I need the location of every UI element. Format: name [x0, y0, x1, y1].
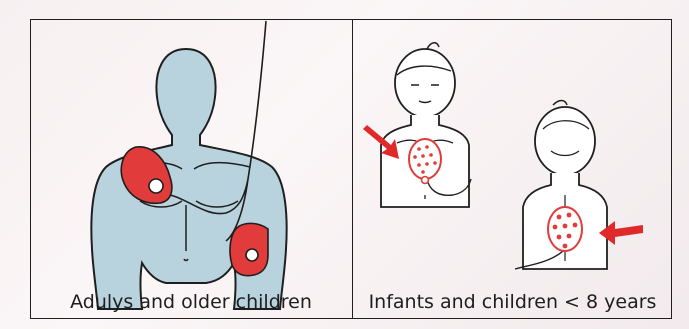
child-front-pad-connector — [422, 177, 429, 184]
child-front-hair-tuft — [427, 43, 439, 49]
pad-upper-connector — [149, 179, 163, 193]
child-back-hair-tuft — [553, 101, 567, 106]
caption-adults: Adulys and older children — [30, 291, 352, 313]
child-back-view — [515, 101, 643, 270]
child-back-head — [535, 107, 595, 175]
child-front-view — [363, 43, 471, 207]
pad-lower-connector — [246, 249, 258, 261]
caption-children: Infants and children < 8 years — [353, 291, 672, 313]
adult-illustration — [30, 19, 352, 319]
panel-children: Infants and children < 8 years — [352, 19, 672, 319]
child-front-head — [395, 49, 455, 117]
child-front-pad — [409, 139, 441, 179]
child-illustration — [353, 19, 673, 319]
panel-adults: Adulys and older children — [30, 19, 352, 319]
